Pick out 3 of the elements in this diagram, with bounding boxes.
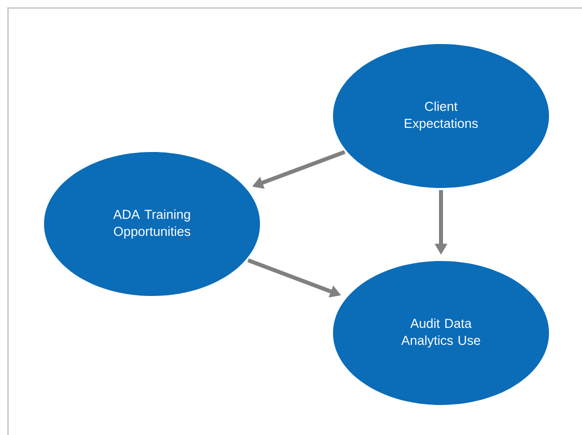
- ellipse-node: Client Expectations: [333, 44, 549, 188]
- ellipse-node: ADA Training Opportunities: [44, 152, 260, 296]
- ellipse-node: Audit Data Analytics Use: [333, 261, 549, 405]
